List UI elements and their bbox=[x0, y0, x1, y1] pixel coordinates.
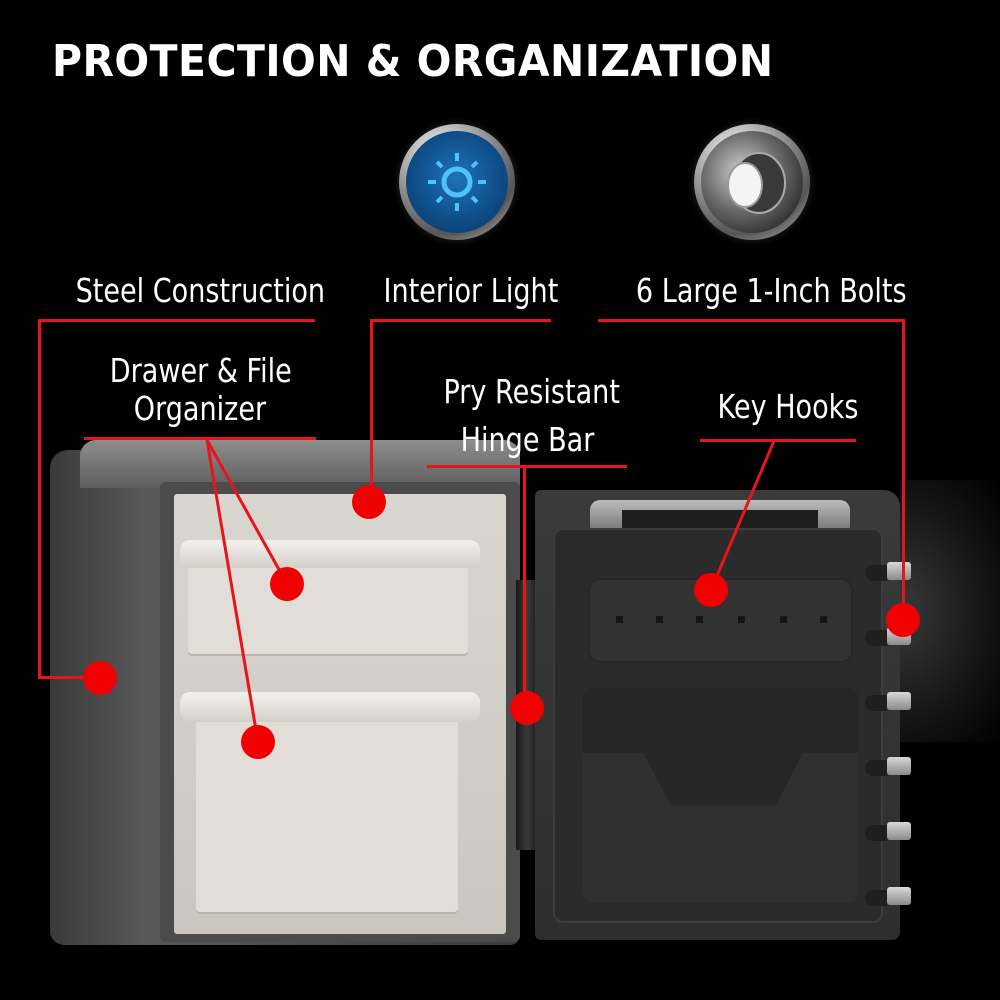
leader-line bbox=[84, 437, 316, 440]
callout-dot-bolts bbox=[886, 603, 920, 637]
leader-line bbox=[902, 319, 905, 620]
key-hook[interactable] bbox=[820, 616, 827, 623]
callout-label: 6 Large 1-Inch Bolts bbox=[635, 271, 907, 310]
key-hook[interactable] bbox=[738, 616, 745, 623]
bolt-knob bbox=[865, 825, 887, 841]
lower-drawer-handle[interactable] bbox=[180, 692, 480, 722]
locking-bolt bbox=[887, 692, 911, 710]
upper-drawer-handle[interactable] bbox=[180, 540, 480, 568]
leader-line bbox=[370, 319, 551, 322]
leader-line bbox=[38, 319, 41, 678]
key-hook[interactable] bbox=[696, 616, 703, 623]
bolt-knob bbox=[865, 565, 887, 581]
callout-steel-construction: Steel Construction bbox=[75, 271, 326, 310]
callout-dot-steel bbox=[83, 661, 117, 695]
callout-dot-drawer-upper bbox=[270, 567, 304, 601]
leader-line bbox=[598, 319, 904, 322]
leader-line bbox=[523, 465, 526, 708]
leader-line bbox=[370, 319, 373, 502]
locking-bolt bbox=[887, 757, 911, 775]
callout-bolts: 6 Large 1-Inch Bolts bbox=[635, 271, 907, 310]
callout-label: Interior Light bbox=[383, 271, 559, 310]
lower-file-drawer[interactable] bbox=[196, 704, 458, 914]
chrome-bolt-icon bbox=[727, 152, 786, 214]
callout-label: Organizer bbox=[133, 388, 267, 428]
bolt-icon bbox=[694, 124, 810, 240]
interior-light-icon bbox=[399, 124, 515, 240]
bolt-knob bbox=[865, 890, 887, 906]
key-hook[interactable] bbox=[616, 616, 623, 623]
locking-bolt bbox=[887, 562, 911, 580]
callout-key-hooks: Key Hooks bbox=[716, 388, 860, 426]
leader-line bbox=[38, 676, 100, 679]
leader-line bbox=[700, 439, 856, 442]
safe-top bbox=[80, 440, 520, 488]
light-bulb-rays-icon bbox=[428, 153, 486, 211]
key-hook[interactable] bbox=[656, 616, 663, 623]
callout-dot-key-hooks bbox=[694, 573, 728, 607]
callout-label: Key Hooks bbox=[717, 387, 859, 426]
callout-label: Pry Resistant bbox=[443, 372, 620, 411]
safe-interior bbox=[174, 494, 506, 934]
leader-line bbox=[427, 465, 627, 468]
callout-label: Steel Construction bbox=[75, 271, 326, 310]
callout-drawer-organizer: Drawer & File Organizer bbox=[109, 351, 292, 428]
locking-bolt bbox=[887, 822, 911, 840]
callout-dot-drawer-lower bbox=[241, 725, 275, 759]
callout-label: Drawer & File bbox=[109, 351, 292, 390]
leader-line bbox=[38, 319, 315, 322]
bolt-knob bbox=[865, 630, 887, 646]
bolt-knob bbox=[865, 695, 887, 711]
callout-hinge-bar: Pry Resistant Hinge Bar bbox=[443, 368, 620, 464]
callout-dot-hinge bbox=[510, 691, 544, 725]
key-hook[interactable] bbox=[780, 616, 787, 623]
bolt-knob bbox=[865, 760, 887, 776]
page-title: PROTECTION & ORGANIZATION bbox=[52, 36, 774, 87]
locking-bolt bbox=[887, 887, 911, 905]
callout-label: Hinge Bar bbox=[460, 419, 595, 459]
safe-door[interactable] bbox=[535, 490, 911, 940]
callout-interior-light: Interior Light bbox=[383, 271, 559, 310]
callout-dot-light bbox=[352, 485, 386, 519]
